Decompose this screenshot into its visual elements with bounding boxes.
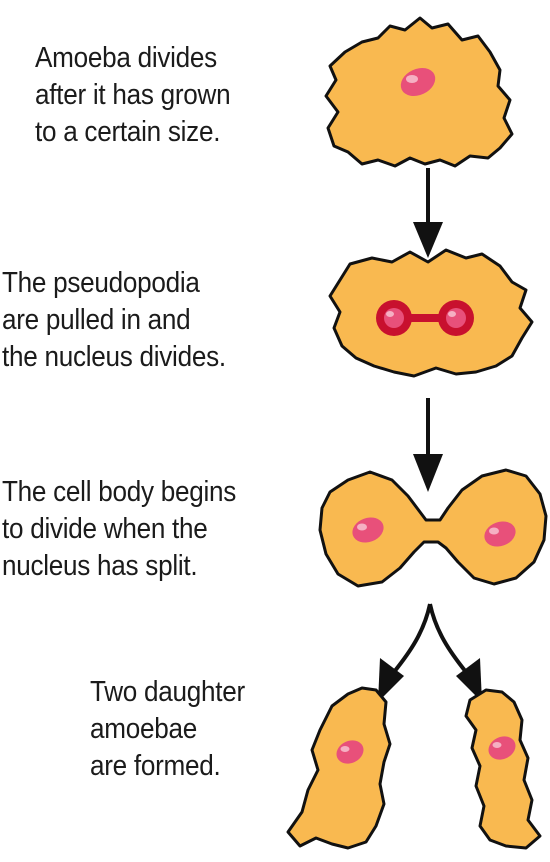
arrow-shaft-right bbox=[430, 604, 466, 672]
amoeba-cell-stage-2 bbox=[330, 250, 532, 376]
arrow-head bbox=[413, 454, 443, 492]
arrow-shaft-left bbox=[394, 604, 430, 672]
nucleus-highlight bbox=[357, 524, 367, 531]
nucleus-highlight bbox=[493, 742, 502, 748]
nucleus-highlight bbox=[341, 746, 350, 752]
nucleus-bridge bbox=[408, 314, 442, 322]
nucleus-inner-right bbox=[446, 308, 466, 328]
arrow-head bbox=[413, 222, 443, 258]
nucleus-highlight bbox=[406, 75, 418, 83]
daughter-amoeba-left bbox=[288, 688, 390, 848]
daughter-amoeba-right bbox=[466, 690, 540, 848]
nucleus-highlight bbox=[386, 311, 394, 317]
nucleus-inner-left bbox=[384, 308, 404, 328]
nucleus-highlight bbox=[448, 311, 456, 317]
nucleus-highlight bbox=[489, 528, 499, 535]
